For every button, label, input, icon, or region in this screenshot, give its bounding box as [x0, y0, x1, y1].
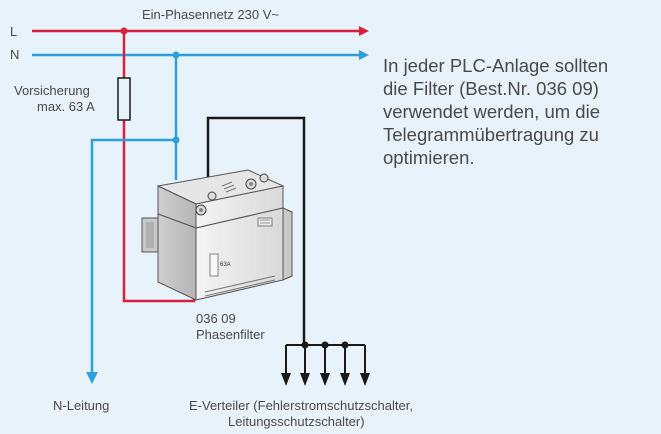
filter-number-label: 036 09	[196, 311, 236, 326]
description-line: optimieren.	[383, 147, 475, 168]
network-title: Ein-Phasennetz 230 V~	[142, 7, 279, 22]
fuse-label-line2: max. 63 A	[37, 99, 95, 114]
distributor-junctions	[301, 341, 349, 349]
phase-line-l	[32, 26, 369, 36]
distributor-arrows	[281, 373, 370, 386]
neutral-line-n	[32, 50, 369, 60]
neutral-wire	[90, 55, 178, 375]
output-wire	[206, 116, 306, 345]
distributor-label-line2: Leitungsschutzschalter)	[228, 414, 365, 429]
distributor-label-line1: E-Verteiler (Fehlerstromschutzschalter,	[189, 398, 413, 413]
filter-name-label: Phasenfilter	[196, 327, 265, 342]
line-n-label: N	[10, 47, 19, 62]
phase-filter-device: 63A	[141, 169, 293, 301]
distributor-bus	[285, 344, 366, 375]
description-line: Telegrammübertragung zu	[383, 124, 599, 145]
line-l-label: L	[10, 24, 17, 39]
description-line: die Filter (Best.Nr. 036 09)	[383, 78, 599, 99]
description-line: verwendet werden, um die	[383, 101, 600, 122]
fuse-label-line1: Vorsicherung	[14, 83, 90, 98]
neutral-junction	[172, 136, 180, 144]
fuse-symbol	[117, 77, 131, 121]
description-text: In jeder PLC-Anlage sollten die Filter (…	[383, 54, 653, 169]
description-line: In jeder PLC-Anlage sollten	[383, 55, 609, 76]
n-leitung-label: N-Leitung	[53, 398, 109, 413]
device-rating-label: 63A	[220, 262, 231, 268]
n-leitung-arrow	[86, 372, 98, 384]
